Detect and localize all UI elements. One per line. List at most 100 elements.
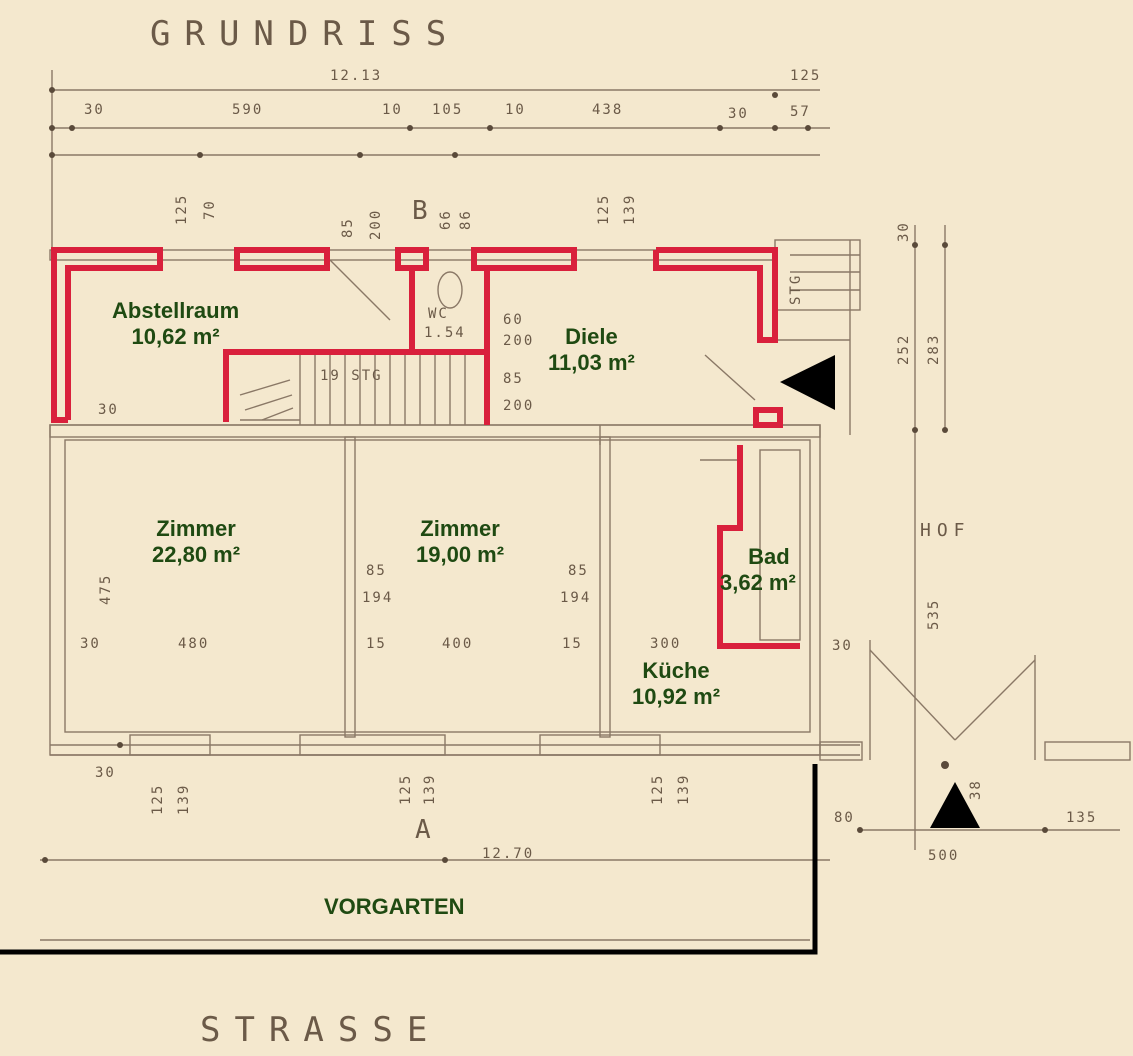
entrance-arrow-east-icon: [780, 355, 835, 410]
dim-mid-door-1: 85: [366, 563, 387, 579]
garden-label: VORGARTEN: [324, 894, 465, 919]
red-wall-stair-enclosure: [223, 268, 415, 422]
wc-area: 1.54: [424, 325, 466, 341]
dim-right-edge: 30: [832, 638, 853, 654]
dim-bottom-window-1b: 139: [176, 783, 192, 815]
dim-bottom-window-2b: 139: [422, 773, 438, 805]
red-wall-northwest: [51, 247, 163, 423]
room-label-kueche: Küche 10,92 m²: [632, 658, 720, 710]
dim-bottom-left-wall: 30: [95, 765, 116, 781]
wc-bowl: [437, 271, 463, 309]
dim-left-width: 480: [178, 636, 210, 652]
dim-top-right: 125: [790, 68, 822, 84]
dim-right-door-1: 85: [568, 563, 589, 579]
dim-window-mid-2: 200: [368, 208, 384, 240]
dim-top-7: 30: [728, 106, 749, 122]
room-label-abstellraum: Abstellraum 10,62 m²: [112, 298, 239, 350]
dim-window-left-1: 125: [174, 193, 190, 225]
red-wall-north-1: [234, 247, 330, 271]
room-label-diele: Diele 11,03 m²: [548, 324, 635, 376]
window-south-1: [129, 734, 211, 756]
dim-hof-height: 535: [926, 598, 942, 630]
dim-diele-85: 85: [503, 371, 524, 387]
fence-wall: [1044, 741, 1131, 761]
room-label-zimmer-2: Zimmer 19,00 m²: [416, 516, 504, 568]
dim-bottom-window-3b: 139: [676, 773, 692, 805]
dim-bottom-window-3a: 125: [650, 773, 666, 805]
room-area: 3,62 m²: [720, 570, 796, 595]
dim-diele-60: 60: [503, 312, 524, 328]
dim-left-height: 475: [98, 573, 114, 605]
gate-left: [869, 649, 956, 741]
dim-mid-width: 400: [442, 636, 474, 652]
entrance-arrow-north-icon: [930, 782, 980, 828]
dim-top-4: 105: [432, 102, 464, 118]
red-wall-door-jamb: [753, 407, 783, 428]
dim-b-col-1: 66: [438, 209, 454, 230]
dim-bottom-window-2a: 125: [398, 773, 414, 805]
dim-bottom-right-38: 38: [968, 779, 984, 800]
dim-bottom-right-500: 500: [928, 848, 960, 864]
dimension-ticks: [42, 87, 1048, 863]
gate-right: [954, 659, 1036, 741]
stair-treads: [239, 355, 466, 425]
property-boundary: [0, 764, 818, 955]
dim-step-left: 30: [98, 402, 119, 418]
room-name: Diele: [565, 324, 618, 349]
dim-window-right-1: 125: [596, 193, 612, 225]
dim-bottom-right-80: 80: [834, 810, 855, 826]
red-wall-north-3: [471, 247, 577, 271]
courtyard-label: HOF: [920, 520, 971, 541]
room-label-bad: Bad 3,62 m²: [720, 544, 796, 596]
dim-top-3: 10: [382, 102, 403, 118]
dim-window-mid-1: 85: [340, 217, 356, 238]
red-wall-bad: [717, 445, 800, 649]
dim-right-door-2: 194: [560, 590, 592, 606]
partition-kueche: [599, 436, 611, 738]
partition-zimmer: [344, 436, 356, 738]
dim-bottom-total: 12.70: [482, 846, 535, 862]
dim-bottom-right-135: 135: [1066, 810, 1098, 826]
dim-top-1: 30: [84, 102, 105, 118]
dim-right-283: 283: [926, 333, 942, 365]
dim-b-col-2: 86: [458, 209, 474, 230]
dim-left-wall: 30: [80, 636, 101, 652]
room-name: Küche: [642, 658, 710, 683]
dim-top-8: 57: [790, 104, 811, 120]
dim-right-30: 30: [896, 221, 912, 242]
room-area: 11,03 m²: [548, 350, 635, 375]
room-area: 10,62 m²: [131, 324, 220, 349]
room-area: 19,00 m²: [416, 542, 505, 567]
dim-mid-wall: 15: [366, 636, 387, 652]
dim-window-right-2: 139: [622, 193, 638, 225]
dim-right-252: 252: [896, 333, 912, 365]
wc-label: WC: [428, 306, 449, 322]
section-mark-b: B: [412, 196, 430, 226]
pencil-lines: [40, 70, 1131, 941]
room-area: 22,80 m²: [152, 542, 241, 567]
dim-diele-200a: 200: [503, 333, 535, 349]
plan-title: GRUNDRISS: [150, 14, 461, 54]
dim-kueche-width: 300: [650, 636, 682, 652]
highlighted-walls: [51, 247, 800, 649]
room-name: Zimmer: [156, 516, 236, 541]
room-area: 10,92 m²: [632, 684, 721, 709]
dim-window-left-2: 70: [202, 199, 218, 220]
outer-stairs-label: STG: [788, 273, 804, 305]
room-name: Zimmer: [420, 516, 500, 541]
dim-right-wall: 15: [562, 636, 583, 652]
street-label: STRASSE: [200, 1010, 442, 1050]
red-wall-northeast: [653, 247, 778, 343]
stairs-label: 19 STG: [320, 368, 383, 384]
dim-diele-200b: 200: [503, 398, 535, 414]
bathtub: [759, 449, 801, 641]
dim-bottom-window-1a: 125: [150, 783, 166, 815]
stair-diagonal: [329, 259, 391, 321]
dim-mid-door-2: 194: [362, 590, 394, 606]
section-mark-a: A: [415, 815, 433, 845]
window-south-2: [299, 734, 446, 756]
room-name: Bad: [748, 544, 790, 569]
